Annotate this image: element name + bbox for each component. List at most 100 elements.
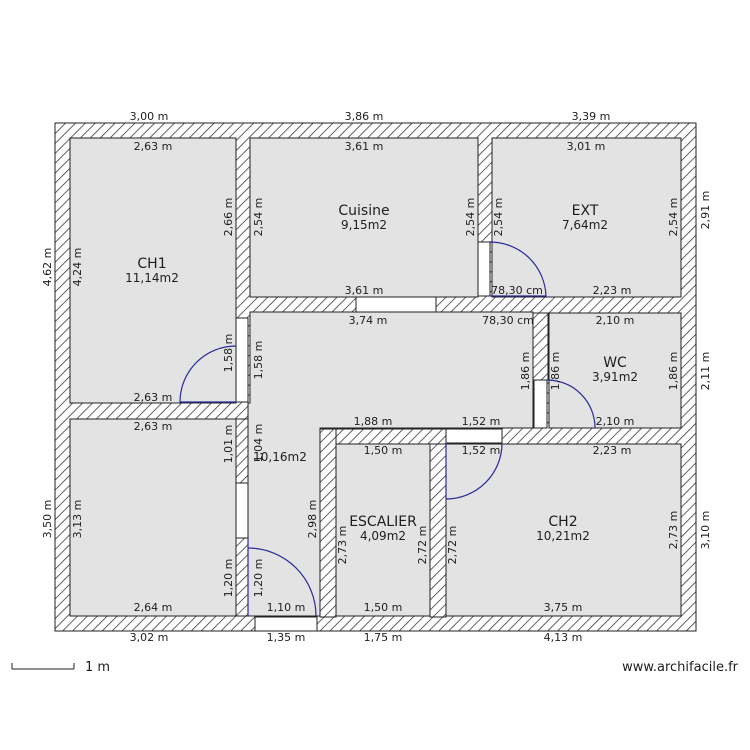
ch1-area: 11,14m2 xyxy=(125,271,179,285)
dim-stair-right: 2,72 m xyxy=(416,526,429,565)
dim-cuisine-left: 2,54 m xyxy=(252,198,265,237)
dim-ch2-top: 2,23 m xyxy=(593,444,632,457)
dim-door-ch3-inner: 1,20 m xyxy=(252,559,265,598)
dim-hall-vert: 2,98 m xyxy=(306,500,319,539)
room-ext xyxy=(491,137,682,298)
dim-cuisine-top: 3,61 m xyxy=(345,140,384,153)
dim-wc-top: 2,10 m xyxy=(596,314,635,327)
scale-bar-label: 1 m xyxy=(85,660,110,675)
dim-ext-door: 78,30 cm xyxy=(491,284,543,297)
dim-hall-small: 1,04 m xyxy=(252,424,265,463)
dim-top-1: 3,00 m xyxy=(130,110,169,123)
room-ch3 xyxy=(69,418,237,617)
stair-wall xyxy=(319,428,447,445)
hall-door-opening xyxy=(355,296,437,313)
dim-wc-right: 1,86 m xyxy=(667,352,680,391)
stub-wc-top xyxy=(532,312,549,381)
ext-area: 7,64m2 xyxy=(562,218,608,232)
wc-area: 3,91m2 xyxy=(592,370,638,384)
dim-wc-left-outer: 1,86 m xyxy=(519,352,532,391)
ch2-door-opening xyxy=(445,428,503,444)
dim-wc-left: 1,86 m xyxy=(549,352,562,391)
dim-hall-left: 1,58 m xyxy=(252,341,265,380)
dim-top-3: 3,39 m xyxy=(572,110,611,123)
ext-name: EXT xyxy=(572,203,599,219)
ch3-door-swing xyxy=(247,538,317,617)
ch1-door-opening xyxy=(235,317,249,403)
stair-right-wall xyxy=(429,443,447,618)
dim-top-2: 3,86 m xyxy=(345,110,384,123)
dim-ch1-door: 1,58 m xyxy=(222,334,235,373)
wc-name: WC xyxy=(603,355,627,371)
dim-bottom-1: 3,02 m xyxy=(130,631,169,644)
escalier-area: 4,09m2 xyxy=(360,529,406,543)
ch2-name: CH2 xyxy=(548,514,577,530)
ch2-area: 10,21m2 xyxy=(536,529,590,543)
dim-entry-width: 1,10 m xyxy=(267,601,306,614)
wall-stubs xyxy=(235,312,549,618)
room-cuisine xyxy=(249,137,479,298)
dim-cuisine-bottom: 3,61 m xyxy=(345,284,384,297)
dimension-labels-horizontal: 3,00 m 3,86 m 3,39 m 2,63 m 3,61 m 3,01 … xyxy=(130,110,635,644)
dim-right-outer-mid: 2,11 m xyxy=(699,352,712,391)
dim-corridor-top: 1,52 m xyxy=(462,415,501,428)
dim-ext-left: 2,54 m xyxy=(492,198,505,237)
dim-bottom-4: 4,13 m xyxy=(544,631,583,644)
stair-left-wall xyxy=(319,428,337,618)
dim-door-ch3-outer: 1,20 m xyxy=(222,559,235,598)
room-ch2 xyxy=(445,443,682,617)
dim-corridor-bottom: 1,52 m xyxy=(462,444,501,457)
room-labels: CH1 11,14m2 Cuisine 9,15m2 EXT 7,64m2 WC… xyxy=(125,203,638,543)
wc-door-opening xyxy=(533,379,548,429)
cuisine-area: 9,15m2 xyxy=(341,218,387,232)
dim-ch1-top: 2,63 m xyxy=(134,140,173,153)
dim-ch2-bottom: 3,75 m xyxy=(544,601,583,614)
room-wc xyxy=(548,312,682,429)
dim-left-outer-top: 4,62 m xyxy=(41,248,54,287)
stub-ch3-bottom xyxy=(235,537,249,617)
dim-stair-top: 1,50 m xyxy=(364,444,403,457)
dim-ch2-left: 2,72 m xyxy=(446,526,459,565)
dim-bottom-2: 1,35 m xyxy=(267,631,306,644)
hall-area: 10,16m2 xyxy=(253,450,307,464)
ext-door-swing xyxy=(489,241,547,297)
dim-right-outer-top: 2,91 m xyxy=(699,191,712,230)
dim-bottom-3: 1,75 m xyxy=(364,631,403,644)
dimension-labels-vertical: 4,62 m 4,24 m 2,66 m 2,54 m 2,54 m 2,54 … xyxy=(41,191,712,598)
dim-ch3-right: 1,01 m xyxy=(222,425,235,464)
ch3-door-opening xyxy=(235,482,249,539)
entry-door-opening xyxy=(254,616,318,632)
dim-ext-right: 2,54 m xyxy=(667,198,680,237)
ch2-door-swing xyxy=(445,442,503,500)
room-ch1 xyxy=(69,137,237,404)
dim-ch2-right: 2,73 m xyxy=(667,511,680,550)
dim-stair-top-outer: 1,88 m xyxy=(354,415,393,428)
ch1-door-swing xyxy=(179,345,237,403)
dim-stair-bottom: 1,50 m xyxy=(364,601,403,614)
rooms xyxy=(69,137,682,617)
escalier-name: ESCALIER xyxy=(349,514,417,530)
dim-stair-left: 2,73 m xyxy=(336,526,349,565)
ch1-name: CH1 xyxy=(137,256,166,272)
dim-ext-top: 3,01 m xyxy=(567,140,606,153)
ext-door-opening xyxy=(477,241,491,297)
footer-site: www.archifacile.fr xyxy=(622,660,738,675)
cuisine-name: Cuisine xyxy=(338,203,389,219)
dim-right-outer-bottom: 3,10 m xyxy=(699,511,712,550)
dim-ch1-left: 4,24 m xyxy=(71,248,84,287)
dim-ext-bottom: 2,23 m xyxy=(593,284,632,297)
dim-left-outer-bottom: 3,50 m xyxy=(41,500,54,539)
scale-bar: 1 m xyxy=(11,660,110,675)
dim-ch1-right: 2,66 m xyxy=(222,198,235,237)
dim-cuisine-right: 2,54 m xyxy=(464,198,477,237)
dim-hall-door: 78,30 cm xyxy=(482,314,534,327)
stub-ch3-top xyxy=(235,418,249,484)
dim-ch3-top: 2,63 m xyxy=(134,420,173,433)
door-swings xyxy=(179,241,596,617)
dim-hall-top: 3,74 m xyxy=(349,314,388,327)
dim-ch3-left: 3,13 m xyxy=(71,500,84,539)
dim-wc-bottom: 2,10 m xyxy=(596,415,635,428)
dim-ch1-bottom: 2,63 m xyxy=(134,391,173,404)
dim-ch3-bottom: 2,64 m xyxy=(134,601,173,614)
